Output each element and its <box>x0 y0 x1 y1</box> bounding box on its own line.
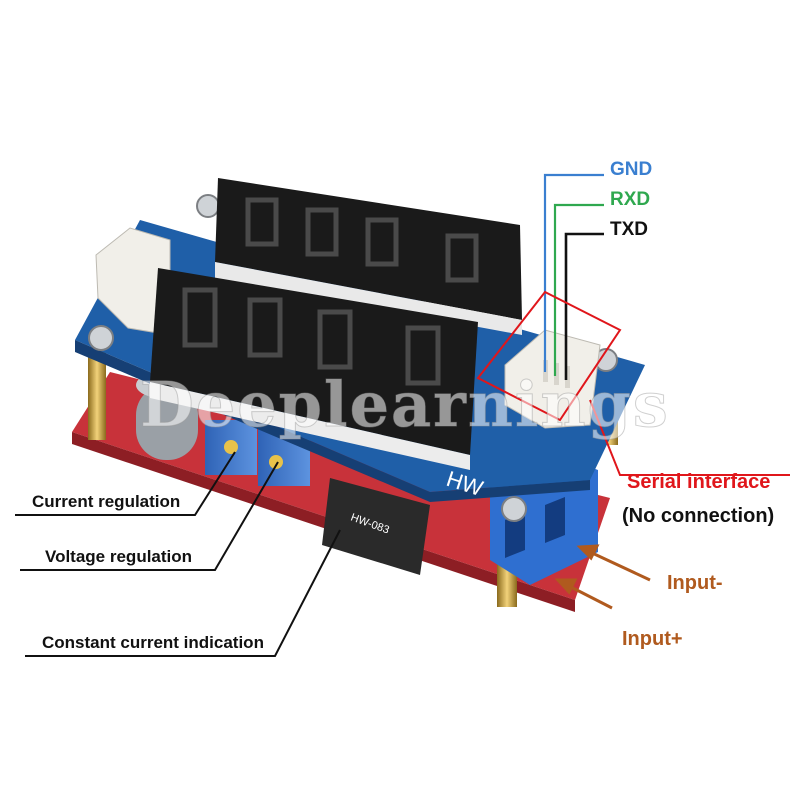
bottom-pcb-edge <box>72 432 575 612</box>
segments-upper <box>245 197 479 283</box>
screw-back-left <box>196 194 220 218</box>
gnd-label: GND <box>610 159 653 180</box>
voltage-regulation-leader <box>20 461 279 571</box>
serial-pin-3 <box>565 366 570 388</box>
serial-callout-line <box>589 399 790 476</box>
constant-current-leader <box>25 529 341 657</box>
terminal-slot-2 <box>505 512 525 558</box>
gnd-leader-line <box>543 173 604 372</box>
current-regulation-label: Current regulation <box>32 492 181 511</box>
serial-highlight-box <box>476 290 622 422</box>
input-minus-arrow <box>576 544 651 582</box>
no-connection-label: (No connection) <box>622 505 775 527</box>
rxd-leader-line <box>553 203 604 376</box>
serial-interface-label: Serial interface <box>627 471 771 493</box>
terminal-slot-1 <box>545 497 565 543</box>
txd-leader-line <box>564 232 604 380</box>
input-plus-arrow <box>554 578 613 610</box>
inductor <box>322 478 430 575</box>
constant-current-indication-label: Constant current indication <box>42 633 264 652</box>
screw-front-left <box>88 325 114 351</box>
serial-pin-2 <box>554 363 559 385</box>
current-regulation-leader <box>15 451 236 516</box>
screw-front-right <box>501 496 527 522</box>
standoff-left-front <box>88 350 106 440</box>
rxd-label: RXD <box>610 189 651 210</box>
input-minus-label: Input- <box>667 572 723 594</box>
segments-lower <box>182 287 441 386</box>
pot-screw-current <box>224 440 238 454</box>
display-lower <box>150 268 478 455</box>
txd-label: TXD <box>610 219 648 240</box>
voltage-regulation-label: Voltage regulation <box>45 547 193 566</box>
display-lower-side <box>150 382 470 470</box>
pot-screw-voltage <box>269 455 283 469</box>
top-pcb-edge <box>75 340 590 502</box>
watermark: Deeplearnings <box>140 368 670 442</box>
input-plus-label: Input+ <box>622 628 683 650</box>
